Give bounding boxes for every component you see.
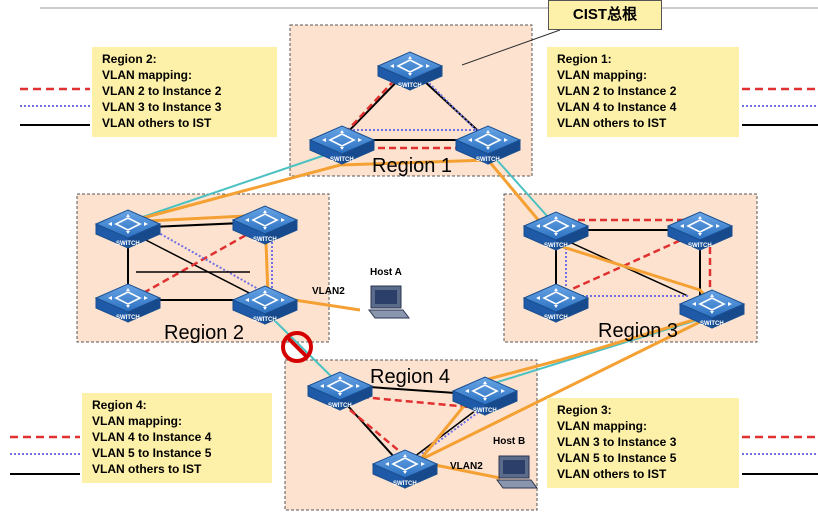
legend-lines-left-bottom	[10, 435, 80, 475]
switch-icon: SWITCH	[667, 211, 733, 251]
vlan-label-a: VLAN2	[312, 286, 345, 297]
switch-icon: SWITCH	[307, 371, 373, 411]
svg-text:SWITCH: SWITCH	[473, 408, 497, 414]
legend-subtitle: VLAN mapping:	[557, 419, 647, 433]
legend-title: Region 2:	[102, 52, 157, 66]
switch-icon: SWITCH	[377, 51, 443, 91]
blocked-port-icon	[281, 331, 313, 363]
legend-line: VLAN 3 to Instance 3	[102, 100, 222, 114]
svg-text:SWITCH: SWITCH	[476, 157, 500, 163]
legend-title: Region 4:	[92, 398, 147, 412]
switch-icon: SWITCH	[95, 209, 161, 249]
inter-region-links	[127, 149, 711, 386]
cist-root-pointer	[461, 29, 561, 66]
switch-icon: SWITCH	[95, 283, 161, 323]
legend-line: VLAN 4 to Instance 4	[557, 100, 677, 114]
legend-region-3: Region 3: VLAN mapping: VLAN 3 to Instan…	[547, 398, 739, 488]
svg-text:SWITCH: SWITCH	[116, 315, 140, 321]
switch-icon: SWITCH	[372, 449, 438, 489]
legend-line: VLAN 2 to Instance 2	[557, 84, 677, 98]
legend-line: VLAN 5 to Instance 5	[557, 451, 677, 465]
legend-line: VLAN 2 to Instance 2	[102, 84, 222, 98]
switch-icon: SWITCH	[523, 211, 589, 251]
svg-text:SWITCH: SWITCH	[253, 237, 277, 243]
svg-text:SWITCH: SWITCH	[330, 157, 354, 163]
legend-line: VLAN others to IST	[102, 116, 212, 130]
switch-icon: SWITCH	[309, 125, 375, 165]
legend-subtitle: VLAN mapping:	[92, 414, 182, 428]
legend-line: VLAN 3 to Instance 3	[557, 435, 677, 449]
legend-region-2: Region 2: VLAN mapping: VLAN 2 to Instan…	[92, 47, 277, 137]
legend-title: Region 3:	[557, 403, 612, 417]
legend-subtitle: VLAN mapping:	[557, 68, 647, 82]
host-a-label: Host A	[370, 267, 402, 278]
switch-icon: SWITCH	[523, 283, 589, 323]
host-b-label: Host B	[493, 436, 525, 447]
switch-icon: SWITCH	[452, 376, 518, 416]
legend-lines-right-top	[742, 87, 818, 126]
svg-text:SWITCH: SWITCH	[688, 243, 712, 249]
svg-text:SWITCH: SWITCH	[328, 403, 352, 409]
svg-text:SWITCH: SWITCH	[544, 315, 568, 321]
region-3-label: Region 3	[598, 320, 678, 342]
svg-text:SWITCH: SWITCH	[393, 481, 417, 487]
legend-lines-left-top	[20, 87, 90, 126]
legend-subtitle: VLAN mapping:	[102, 68, 192, 82]
legend-line: VLAN others to IST	[557, 467, 667, 481]
svg-text:SWITCH: SWITCH	[700, 321, 724, 327]
switch-icon: SWITCH	[232, 285, 298, 325]
legend-line: VLAN 5 to Instance 5	[92, 446, 212, 460]
cist-root-label: CIST总根	[548, 0, 662, 30]
svg-text:SWITCH: SWITCH	[398, 83, 422, 89]
svg-text:SWITCH: SWITCH	[116, 241, 140, 247]
switch-icon: SWITCH	[679, 289, 745, 329]
svg-text:SWITCH: SWITCH	[544, 243, 568, 249]
region-2-label: Region 2	[164, 322, 244, 344]
legend-line: VLAN others to IST	[557, 116, 667, 130]
region-1-label: Region 1	[372, 155, 452, 177]
svg-text:SWITCH: SWITCH	[253, 317, 277, 323]
legend-lines-right-bottom	[742, 435, 818, 475]
legend-title: Region 1:	[557, 52, 612, 66]
legend-region-1: Region 1: VLAN mapping: VLAN 2 to Instan…	[547, 47, 739, 137]
legend-region-4: Region 4: VLAN mapping: VLAN 4 to Instan…	[82, 393, 272, 483]
switch-icon: SWITCH	[232, 205, 298, 245]
region-4-label: Region 4	[370, 366, 450, 388]
switch-icon: SWITCH	[455, 125, 521, 165]
host-a-icon	[368, 285, 410, 319]
vlan-label-b: VLAN2	[450, 461, 483, 472]
switches: SWITCH SWITCH SWITCH SWITCH SWITCH SWITC…	[95, 51, 745, 489]
legend-line: VLAN 4 to Instance 4	[92, 430, 212, 444]
legend-line: VLAN others to IST	[92, 462, 202, 476]
